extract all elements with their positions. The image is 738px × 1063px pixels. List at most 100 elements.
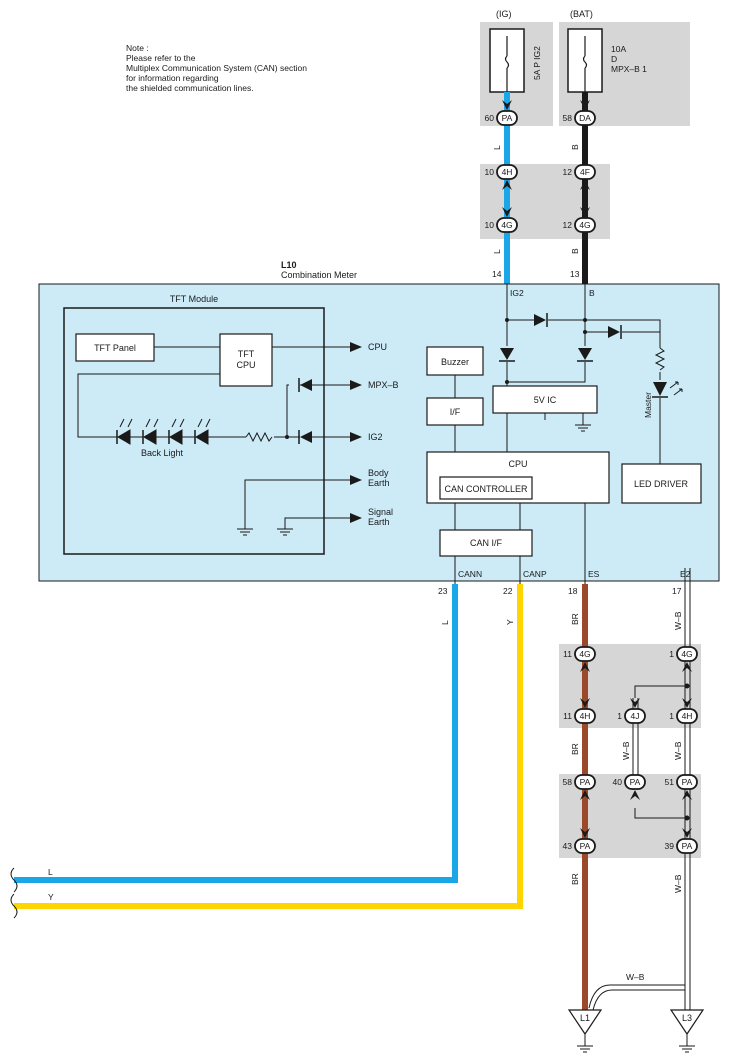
connector-pill [676,646,698,662]
pin-name: IG2 [510,288,524,298]
wire-label: W–B [673,741,683,760]
resistor-icon [245,431,273,443]
can-controller-block [439,476,533,500]
output-arrow-icon [350,342,362,523]
backlight-label: Back Light [141,448,184,458]
connector-arrow-icon [682,828,692,838]
ig-fuse-icon [489,28,525,93]
wire-label: B [570,248,580,254]
meter-code: L10 [281,260,297,270]
connector-code: 4H [682,711,693,721]
body-earth-label: Body [368,468,389,478]
connector-wb_4j: 4J 1 [617,698,646,724]
ground-l1-label: L1 [580,1013,590,1023]
ic5v-block [492,385,598,414]
wire-label: BR [570,613,580,625]
buzzer-label: Buzzer [441,357,469,367]
tft-cpu-label: CPU [236,360,255,370]
pin-name: B [589,288,595,298]
junction-dot [505,380,509,384]
wire-label: W–B [626,972,645,982]
ig-header: (IG) [496,9,512,19]
pin-number: 13 [570,269,580,279]
note-line: the shielded communication lines. [126,83,254,93]
note-line: for information regarding [126,73,219,83]
bat-header: (BAT) [570,9,593,19]
junction-dot [285,435,289,439]
connector-code: PA [630,777,641,787]
tft-out-mpxb: MPX–B [368,380,399,390]
connector-pill [574,838,596,854]
connector-pin-number: 11 [563,711,572,721]
connector-arrow-icon [682,790,692,800]
connector-ig_pa: PA 60 [485,100,518,126]
led-driver-block [621,463,702,504]
connector-code: 4H [580,711,591,721]
connector-arrow-icon [580,180,590,190]
wire-label: L [492,145,502,150]
tft-panel-label: TFT Panel [94,343,136,353]
meter-name: Combination Meter [281,270,357,280]
if-block [426,397,484,426]
wire-label: L [492,249,502,254]
connector-pill [574,110,596,126]
diode-icon [608,325,622,339]
connector-code: DA [579,113,591,123]
connector-code: PA [580,777,591,787]
connector-pill [574,646,596,662]
connector-arrow-icon [580,698,590,708]
connector-pin-number: 60 [485,113,495,123]
junction-dot [583,318,587,322]
connector-pin-number: 43 [563,841,573,851]
wire-canp-y [14,584,523,909]
wire-cann-l [14,584,458,883]
connector-pill [496,110,518,126]
connector-arrow-icon [502,180,512,190]
diode-icon [577,348,593,362]
ig-fuse-name: 5A P IG2 [532,46,542,80]
connector-pin-number: 11 [563,649,572,659]
connector-pin-number: 10 [485,167,495,177]
note-line: Multiplex Communication System (CAN) sec… [126,63,307,73]
connector-arrow-icon [502,207,512,217]
wire-label: L [440,620,450,625]
wire-break-icon [10,867,18,919]
connector-code: 4J [631,711,640,721]
connector-code: PA [502,113,513,123]
master-label: Master [643,392,653,418]
tft-out-cpu: CPU [368,342,387,352]
bat-fuse-amp: 10A [611,44,626,54]
connector-pin-number: 1 [617,711,622,721]
connector-code: 4F [580,167,590,177]
pin-number: 18 [568,586,578,596]
tft-cpu-label: TFT [238,349,255,359]
bat-fuse-name: MPX–B 1 [611,64,647,74]
tft-module-title: TFT Module [170,294,218,304]
connector-pin-number: 51 [665,777,675,787]
connector-code: PA [580,841,591,851]
wire-label: W–B [673,611,683,630]
ground-l3-label: L3 [682,1013,692,1023]
connector-code: 4G [501,220,512,230]
tft-cpu-block [219,333,273,387]
connector-code: 4G [579,220,590,230]
connector-arrow-icon [580,207,590,217]
connector-arrow-icon [580,828,590,838]
connector-pill [676,708,698,724]
diode-icon [499,348,515,362]
wire-label: Y [505,619,515,625]
connector-pill [676,838,698,854]
connector-pill [624,774,646,790]
connector-wb_4h: 4H1 [669,698,698,724]
note-line: Note : [126,43,149,53]
can-controller-label: CAN CONTROLLER [444,484,528,494]
connector-pill [574,164,596,180]
